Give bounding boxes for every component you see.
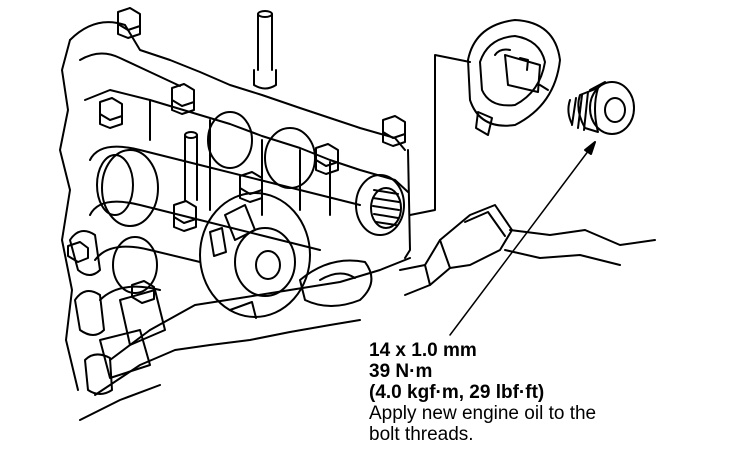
hose-fitting [299, 204, 656, 307]
plug-hole [355, 174, 405, 236]
torque-alt-label: (4.0 kgf·m, 29 lbf·ft) [369, 382, 545, 403]
torque-nm-label: 39 N·m [369, 361, 433, 382]
camshaft-sprocket [199, 192, 311, 319]
sealing-bolt [567, 81, 635, 135]
studs [184, 10, 277, 201]
leader-bracket [409, 54, 471, 216]
bolt-size-label: 14 x 1.0 mm [369, 340, 477, 361]
oil-note-line2: bolt threads. [369, 424, 474, 445]
oil-note-line1: Apply new engine oil to the [369, 403, 597, 424]
leader-line [449, 141, 596, 336]
washer-plate [467, 19, 561, 136]
valve-rockers [69, 230, 166, 395]
cylinder-head [59, 21, 411, 421]
torque-callout: 14 x 1.0 mm 39 N·m (4.0 kgf·m, 29 lbf·ft… [369, 340, 729, 445]
camshaft [89, 111, 361, 301]
